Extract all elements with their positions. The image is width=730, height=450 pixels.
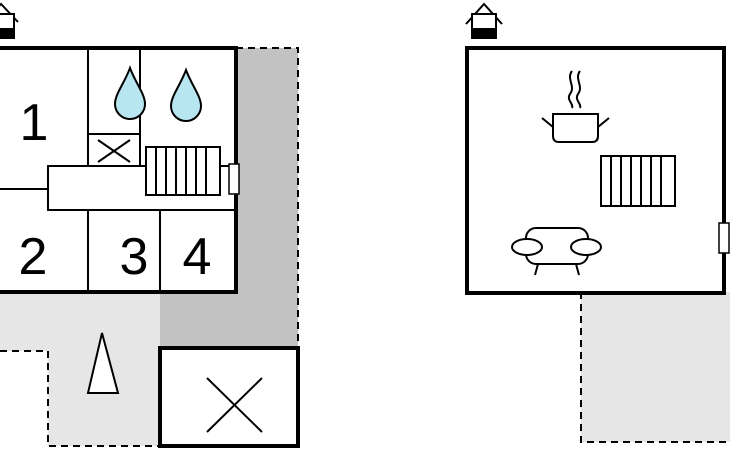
water-drop-icon [113, 65, 147, 120]
north-arrow-icon [86, 332, 120, 394]
floor-plan-right [465, 2, 730, 443]
house-icon [465, 2, 503, 39]
house-icon [0, 2, 19, 39]
room-number-1: 1 [20, 94, 49, 152]
door-icon [228, 163, 240, 195]
floor-plan-left: 1 2 3 4 [0, 2, 300, 448]
terrace-left [0, 292, 160, 446]
radiator-icon [600, 155, 676, 207]
sofa-icon [511, 227, 602, 276]
parking-icon [158, 346, 300, 448]
radiator-icon [145, 146, 221, 196]
shaft-cross [97, 139, 131, 163]
terrace-right [581, 292, 730, 442]
house-outline-right [465, 46, 726, 295]
room-number-2: 2 [19, 228, 48, 286]
room-number-3: 3 [120, 228, 149, 286]
covered-area [160, 48, 298, 348]
terrace-right-outline [580, 292, 730, 443]
room-number-4: 4 [183, 228, 212, 286]
terrace-left-outline [0, 350, 160, 447]
cooking-pot-icon [541, 70, 610, 143]
covered-area-outline [236, 47, 299, 348]
door-icon [718, 222, 730, 254]
water-drop-icon [169, 67, 203, 122]
